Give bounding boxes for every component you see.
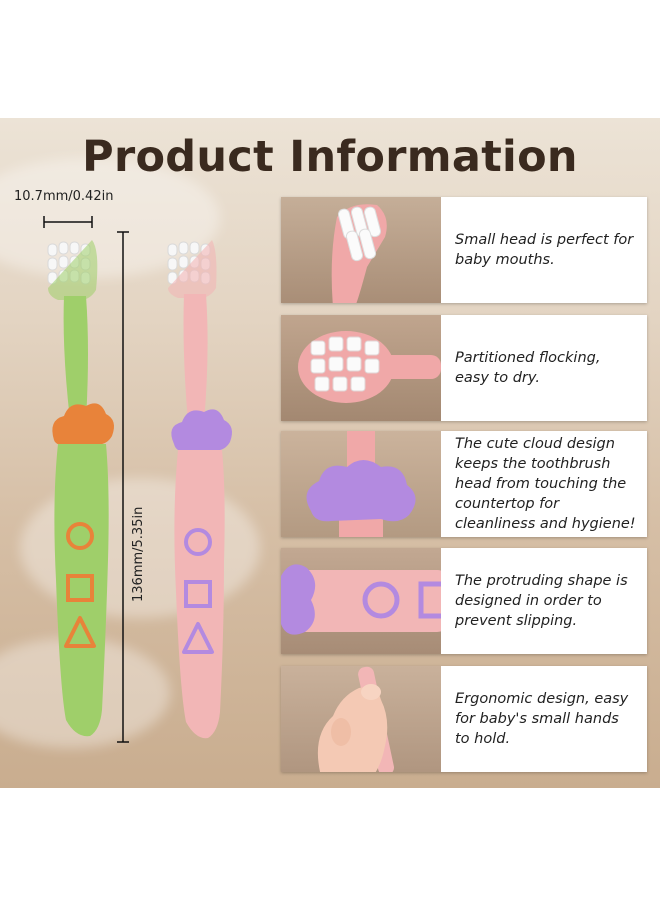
height-dimension-marker: [117, 231, 129, 743]
feature-text: The cute cloud design keeps the toothbru…: [455, 436, 636, 532]
feature-text: The protruding shape is designed in orde…: [455, 573, 628, 629]
height-dimension-label: 136mm/5.35in: [131, 506, 146, 602]
feature-card-ergonomic-design: Ergonomic design, easy for baby's small …: [281, 666, 647, 772]
feature-text: Ergonomic design, easy for baby's small …: [455, 691, 629, 747]
bristles-photo: [281, 315, 441, 421]
feature-card-cloud-design: The cute cloud design keeps the toothbru…: [281, 431, 647, 537]
handle-shapes-photo: [281, 548, 441, 654]
width-dimension-marker: [43, 216, 93, 228]
page-title: Product Information: [82, 132, 578, 182]
feature-card-protruding-shape: The protruding shape is designed in orde…: [281, 548, 647, 654]
baby-hand-photo: [281, 666, 441, 772]
cloud-stopper-photo: [281, 431, 441, 537]
pink-toothbrush: [167, 240, 232, 739]
width-dimension-label: 10.7mm/0.42in: [14, 189, 114, 204]
feature-card-partitioned-flocking: Partitioned flocking, easy to dry.: [281, 315, 647, 421]
toothbrush-head-photo: [281, 197, 441, 303]
green-toothbrush: [47, 240, 114, 737]
feature-text: Small head is perfect for baby mouths.: [455, 232, 634, 268]
feature-card-small-head: Small head is perfect for baby mouths.: [281, 197, 647, 303]
feature-text: Partitioned flocking, easy to dry.: [455, 350, 601, 386]
